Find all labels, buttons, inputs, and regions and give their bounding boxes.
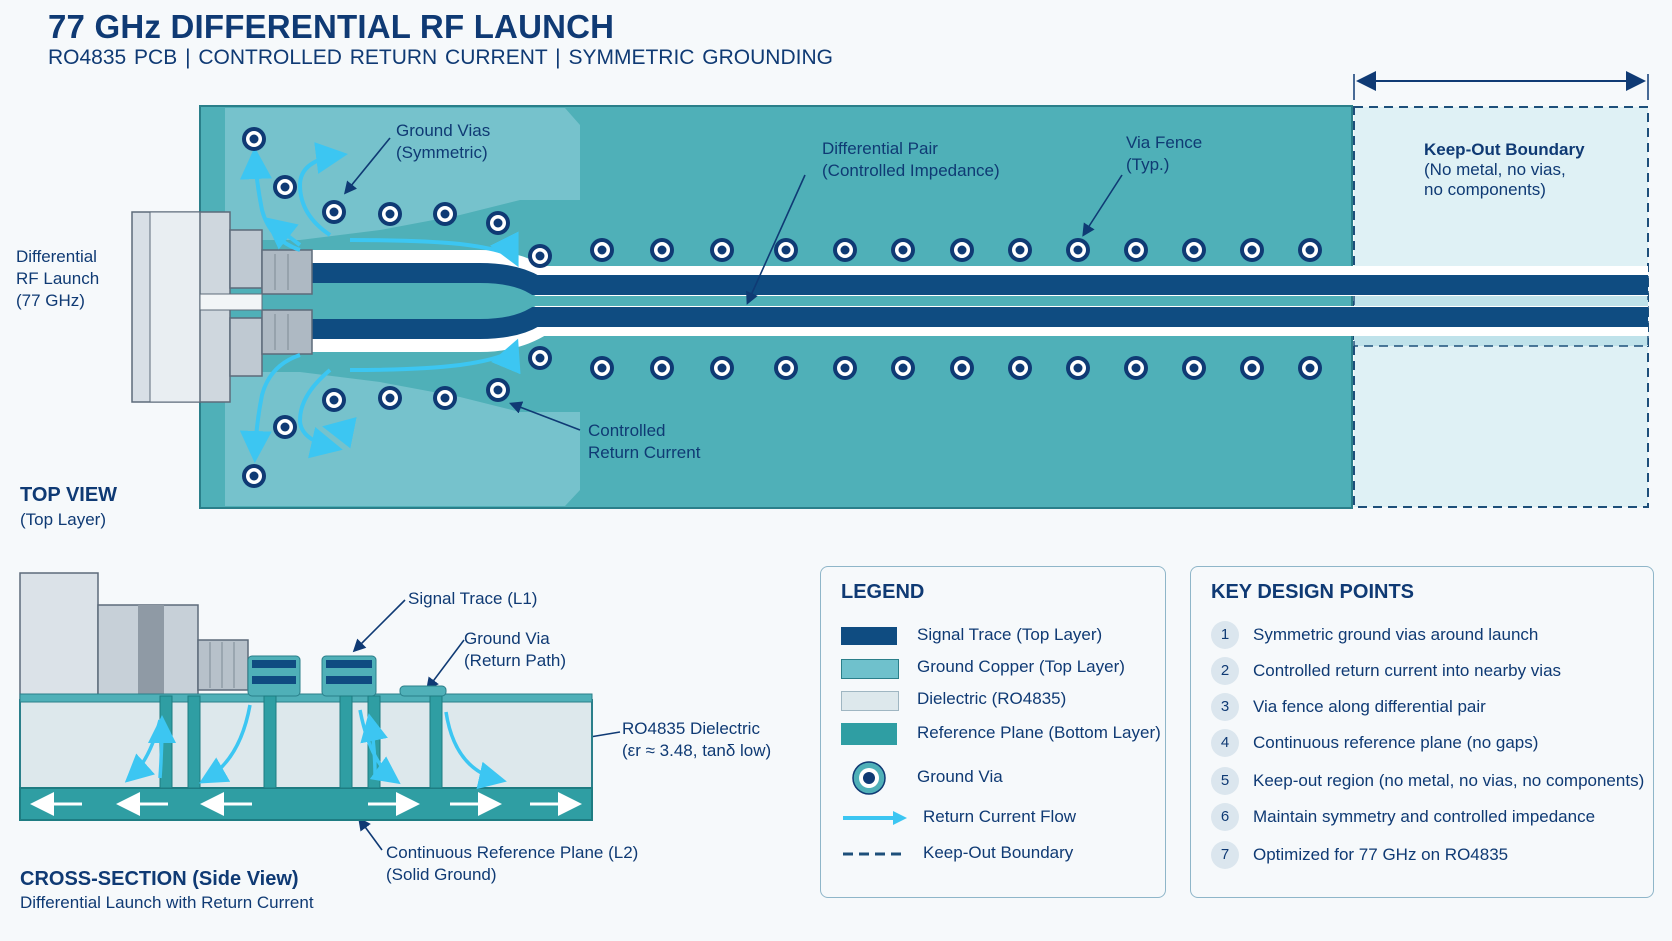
arrow-icon [843,811,907,825]
signal-trace-n [310,307,1648,339]
legend-panel: LEGEND Signal Trace (Top Layer) Ground C… [820,566,1166,898]
ground-via-icon [710,356,734,380]
legend-item-keepout: Keep-Out Boundary [841,839,1161,869]
ground-via-icon [650,238,674,262]
top-view-board [199,105,1649,509]
ground-via-icon [433,386,457,410]
ground-via-icon [1124,356,1148,380]
ground-via-icon [1298,238,1322,262]
key-points-title: KEY DESIGN POINTS [1211,581,1415,603]
via-fence-label: Via Fence (Typ.) [1126,133,1203,174]
ground-via-icon [1240,356,1264,380]
ground-via-icon [891,356,915,380]
ground-via-icon [1008,238,1032,262]
ground-via-icon [1240,238,1264,262]
legend-item-dielectric: Dielectric (RO4835) [841,685,1161,715]
ground-via-icon [1008,356,1032,380]
ground-via-icon [774,238,798,262]
ground-via-icon [1066,356,1090,380]
rf-connector [131,211,313,403]
ground-via-icon [1182,356,1206,380]
cross-section-heading: CROSS-SECTION (Side View) [20,868,299,890]
ground-via-icon [1298,356,1322,380]
cross-section [19,572,593,821]
ground-via-icon [852,761,886,795]
legend-item-ground-via: Ground Via [841,761,1161,795]
ground-via-icon [273,175,297,199]
ground-via-icon [650,356,674,380]
keepout-dimension [1353,71,1649,100]
launch-label: Differential RF Launch (77 GHz) [16,247,100,310]
ground-via-label: Ground Via (Return Path) [464,629,567,670]
keepout-label: Keep-Out Boundary (No metal, no vias, no… [1424,140,1585,199]
ground-via-icon [378,386,402,410]
diff-pair-label: Differential Pair (Controlled Impedance) [822,139,1000,180]
ground-via-icon [1182,238,1206,262]
cross-section-subheading: Differential Launch with Return Current [20,893,314,912]
ground-via-icon [1124,238,1148,262]
top-view-subheading: (Top Layer) [20,510,106,529]
ref-plane-label: Continuous Reference Plane (L2) (Solid G… [386,843,639,884]
ground-via-icon [833,356,857,380]
ground-via-icon [273,415,297,439]
top-view-heading: TOP VIEW [20,484,118,506]
page-title: 77 GHz DIFFERENTIAL RF LAUNCH [48,8,615,45]
signal-trace-label: Signal Trace (L1) [408,589,538,608]
ground-via-icon [322,388,346,412]
ground-via-icon [833,238,857,262]
ground-vias-label: Ground Vias (Symmetric) [396,121,491,162]
legend-item-return-current: Return Current Flow [841,803,1161,833]
reference-plane-swatch [841,723,897,745]
ground-vias [242,127,1322,488]
ground-via-icon [774,356,798,380]
return-current-arrows [239,142,521,463]
ground-via-icon [528,346,552,370]
legend-item-signal-trace: Signal Trace (Top Layer) [841,621,1161,651]
page-subtitle: RO4835 PCB | CONTROLLED RETURN CURRENT |… [48,46,833,69]
ground-via-icon [891,238,915,262]
dielectric-swatch [841,691,899,711]
ground-via-icon [322,200,346,224]
ground-via-icon [950,238,974,262]
dashed-line-icon [843,852,907,856]
ground-via-icon [433,202,457,226]
ground-via-icon [486,378,510,402]
signal-trace-swatch [841,627,897,645]
ground-via-icon [710,238,734,262]
ground-via-icon [950,356,974,380]
legend-item-reference-plane: Reference Plane (Bottom Layer) [841,719,1161,749]
ground-via-icon [486,211,510,235]
ground-via-icon [242,127,266,151]
legend-item-ground-copper: Ground Copper (Top Layer) [841,653,1161,683]
ground-via-icon [590,356,614,380]
ground-via-icon [1066,238,1090,262]
ground-via-icon [590,238,614,262]
return-current-label: Controlled Return Current [588,421,701,462]
dielectric-label: RO4835 Dielectric (εr ≈ 3.48, tanδ low) [622,719,772,760]
ground-via-icon [528,244,552,268]
ground-copper-swatch [841,659,899,679]
ground-via-icon [242,464,266,488]
ground-via-icon [378,202,402,226]
signal-trace-p [310,263,1648,295]
legend-title: LEGEND [841,581,925,603]
